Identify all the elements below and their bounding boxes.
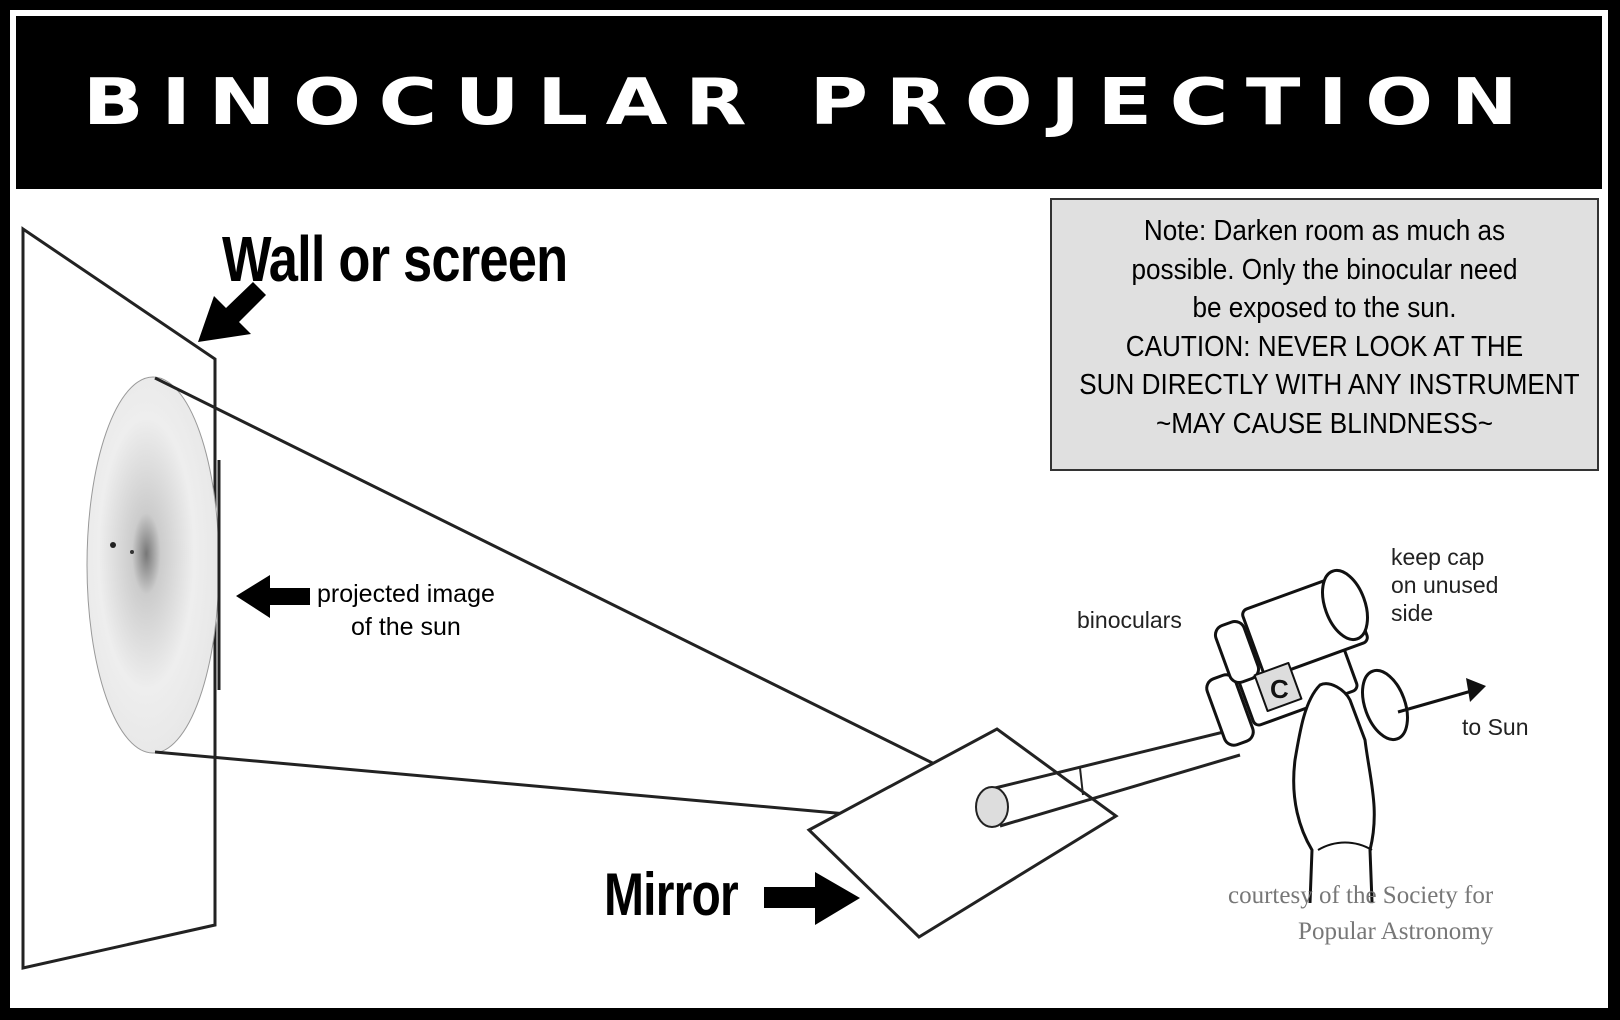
svg-text:C: C — [1270, 674, 1289, 704]
keep-cap-label-line: side — [1391, 600, 1434, 626]
projected-image-label-line: of the sun — [351, 613, 461, 641]
projected-image-label-line: projected image — [317, 580, 495, 608]
note-line: SUN DIRECTLY WITH ANY INSTRUMENT — [1079, 369, 1580, 401]
projection-ray-top — [154, 376, 988, 792]
hand-icon — [1292, 682, 1376, 904]
binoculars-label: binoculars — [1077, 607, 1182, 633]
to-sun-arrowhead — [1466, 678, 1486, 702]
note-line: possible. Only the binocular need — [1131, 253, 1518, 286]
keep-cap-label: keep cap on unused side — [1391, 543, 1498, 627]
mirror-label: Mirror — [604, 861, 739, 928]
beam-line — [999, 753, 1241, 828]
note-line: Note: Darken room as much as — [1143, 215, 1506, 247]
projected-sun-image — [86, 376, 220, 754]
beam-line — [994, 726, 1241, 790]
sunspot — [130, 550, 134, 554]
projected-image-label: projected image of the sun — [317, 578, 495, 644]
sunspot — [110, 542, 116, 548]
wall-arrow-icon — [198, 282, 266, 342]
page-title: BINOCULAR PROJECTION — [82, 65, 1536, 140]
wall-label: Wall or screen — [222, 223, 568, 295]
sun-arrow-icon — [236, 575, 310, 618]
keep-cap-label-line: keep cap — [1391, 544, 1485, 570]
mirror-arrow-icon — [764, 872, 860, 925]
mirror — [806, 727, 1119, 939]
keep-cap-label-line: on unused — [1391, 572, 1499, 598]
note-line: ~MAY CAUSE BLINDNESS~ — [1155, 407, 1493, 440]
caution-note-box: Note: Darken room as much as possible. O… — [1050, 198, 1599, 471]
title-bar: BINOCULAR PROJECTION — [16, 16, 1602, 189]
note-line: be exposed to the sun. — [1192, 292, 1457, 324]
to-sun-line — [1397, 688, 1476, 714]
binoculars-icon: C — [1205, 568, 1409, 747]
eyepiece-image — [975, 786, 1009, 828]
credit-line: courtesy of the Society for — [1228, 882, 1494, 909]
note-line: CAUTION: NEVER LOOK AT THE — [1125, 330, 1524, 363]
to-sun-label: to Sun — [1462, 714, 1529, 740]
credit-text: courtesy of the Society for Popular Astr… — [1228, 878, 1493, 950]
credit-line: Popular Astronomy — [1298, 918, 1494, 945]
